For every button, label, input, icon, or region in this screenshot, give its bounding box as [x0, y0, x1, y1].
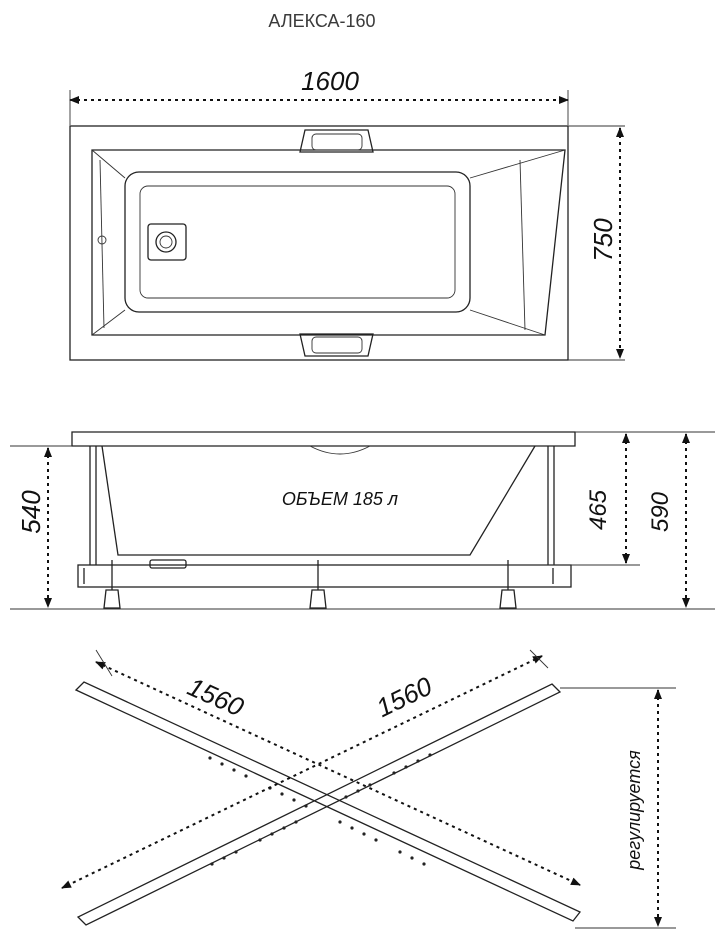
tub-bottom: [124, 171, 471, 313]
diagonal-right-label: 1560: [371, 671, 437, 724]
height-left-label: 540: [16, 490, 46, 534]
width-label: 750: [588, 218, 618, 262]
frame-view: 1560 1560 регулируется: [61, 649, 676, 929]
drain-icon: [147, 223, 187, 261]
foot-icon: [309, 560, 327, 609]
frame-beam-diagonal: [76, 683, 562, 926]
product-title: АЛЕКСА-160: [268, 11, 375, 31]
foot-icon: [499, 560, 517, 609]
diagonal-left-dimension-line: [95, 661, 581, 886]
handle-icon: [299, 333, 374, 357]
volume-label: ОБЪЕМ 185 л: [282, 489, 398, 509]
diagonal-left-label: 1560: [183, 671, 249, 722]
diagonal-right-dimension-line: [61, 655, 543, 889]
side-view: 540 465 590 ОБЪЕМ 185 л: [10, 431, 715, 610]
tub-outer-rim: [69, 125, 569, 361]
length-label: 1600: [301, 66, 359, 96]
frame-beam: [77, 564, 572, 588]
depth-label: 465: [585, 489, 612, 530]
height-right-label: 590: [647, 491, 674, 532]
tub-body-side: [101, 445, 536, 556]
frame-beam-diagonal: [74, 681, 582, 922]
handle-icon: [299, 129, 374, 153]
tub-basin: [91, 149, 566, 336]
overflow-icon: [97, 235, 107, 245]
adjustable-label: регулируется: [624, 750, 644, 871]
foot-icon: [103, 560, 121, 609]
top-view: 1600 750: [69, 66, 625, 361]
tub-rim-side: [71, 431, 576, 447]
